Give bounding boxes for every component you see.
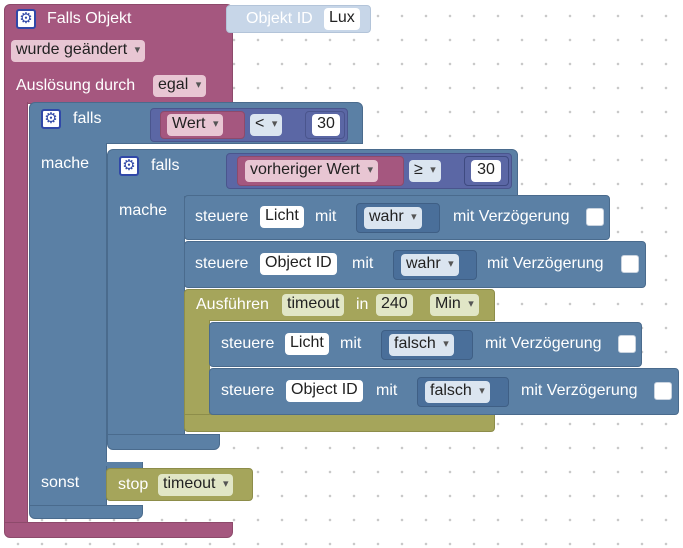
- trigger-by-dropdown[interactable]: egal: [153, 75, 207, 97]
- gear-icon[interactable]: ⚙: [119, 156, 139, 176]
- control-3-with-label: mit: [340, 335, 362, 352]
- stop-timeout-dropdown[interactable]: timeout: [158, 474, 234, 496]
- control-4-with-label: mit: [376, 382, 398, 399]
- timeout-block-spine: [184, 320, 210, 424]
- stop-label: stop: [118, 476, 149, 493]
- gear-icon[interactable]: ⚙: [41, 109, 61, 129]
- if-outer-else-label: sonst: [41, 474, 80, 491]
- control-1-label: steuere: [195, 208, 249, 225]
- timeout-block-footer: [184, 414, 495, 432]
- if-inner-label: falls: [151, 157, 180, 174]
- if-outer-spine: [29, 143, 107, 467]
- timeout-duration[interactable]: 240: [376, 294, 413, 316]
- object-id-label: Objekt ID: [246, 10, 313, 27]
- control-3-value-dropdown[interactable]: falsch: [389, 334, 454, 356]
- compare-right-value[interactable]: 30: [312, 114, 340, 136]
- control-4-delay-checkbox[interactable]: [654, 382, 672, 400]
- control-4-target[interactable]: Object ID: [286, 380, 363, 402]
- control-2-delay-label: mit Verzögerung: [487, 255, 604, 272]
- control-4-delay-label: mit Verzögerung: [521, 382, 638, 399]
- control-1-delay-checkbox[interactable]: [586, 208, 604, 226]
- control-2-with-label: mit: [352, 255, 374, 272]
- control-2-value-dropdown[interactable]: wahr: [401, 254, 459, 276]
- trigger-by-label: Auslösung durch: [16, 77, 136, 94]
- if-outer-label: falls: [73, 110, 102, 127]
- control-2-delay-checkbox[interactable]: [621, 255, 639, 273]
- event-block-body-spine: [4, 102, 28, 532]
- compare-inner-left-dropdown[interactable]: vorheriger Wert: [245, 160, 378, 182]
- control-1-with-label: mit: [315, 208, 337, 225]
- event-title: Falls Objekt: [47, 10, 132, 27]
- control-3-target[interactable]: Licht: [285, 333, 329, 355]
- control-4-value-dropdown[interactable]: falsch: [425, 381, 490, 403]
- control-3-label: steuere: [221, 335, 275, 352]
- timeout-name[interactable]: timeout: [282, 294, 345, 316]
- if-inner-spine: [107, 196, 185, 436]
- if-inner-do-label: mache: [119, 202, 168, 219]
- compare-inner-op-dropdown[interactable]: ≥: [409, 160, 441, 182]
- compare-op-dropdown[interactable]: <: [250, 114, 283, 136]
- control-3-delay-checkbox[interactable]: [618, 335, 636, 353]
- object-id-value[interactable]: Lux: [324, 8, 360, 30]
- control-2-target[interactable]: Object ID: [260, 253, 337, 275]
- if-outer-footer: [29, 505, 143, 519]
- control-2-label: steuere: [195, 255, 249, 272]
- control-3-delay-label: mit Verzögerung: [485, 335, 602, 352]
- compare-left-dropdown[interactable]: Wert: [167, 114, 224, 136]
- timeout-run-label: Ausführen: [196, 296, 269, 313]
- gear-icon[interactable]: ⚙: [16, 9, 36, 29]
- if-outer-do-label: mache: [41, 155, 90, 172]
- if-outer-else-spine: [29, 466, 107, 508]
- timeout-unit-dropdown[interactable]: Min: [430, 294, 479, 316]
- control-4-label: steuere: [221, 382, 275, 399]
- event-block-footer: [4, 522, 233, 538]
- control-1-delay-label: mit Verzögerung: [453, 208, 570, 225]
- control-1-target[interactable]: Licht: [260, 206, 304, 228]
- compare-inner-right-value[interactable]: 30: [471, 160, 501, 182]
- timeout-in-label: in: [356, 296, 369, 313]
- trigger-dropdown[interactable]: wurde geändert: [11, 40, 146, 62]
- control-1-value-dropdown[interactable]: wahr: [364, 207, 422, 229]
- if-inner-footer: [107, 434, 220, 450]
